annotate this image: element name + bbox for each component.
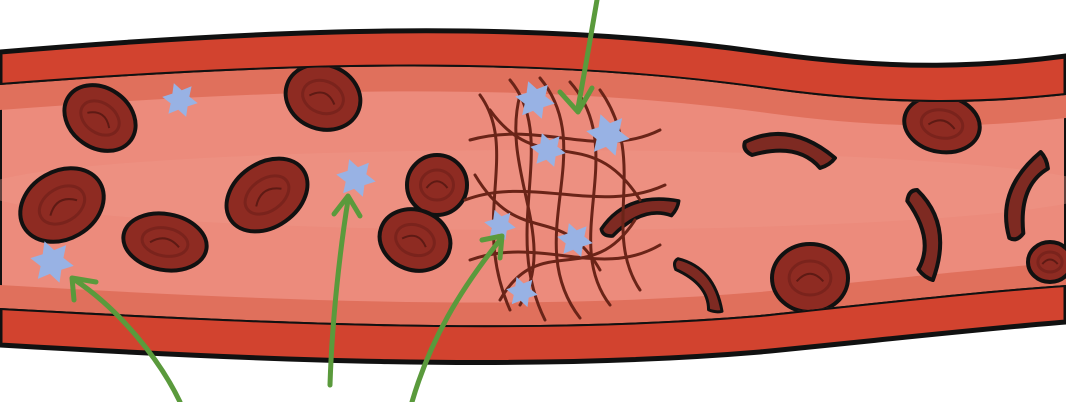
red-blood-cell: [1028, 242, 1066, 282]
red-blood-cell: [772, 244, 848, 312]
red-blood-cell: [407, 155, 467, 215]
